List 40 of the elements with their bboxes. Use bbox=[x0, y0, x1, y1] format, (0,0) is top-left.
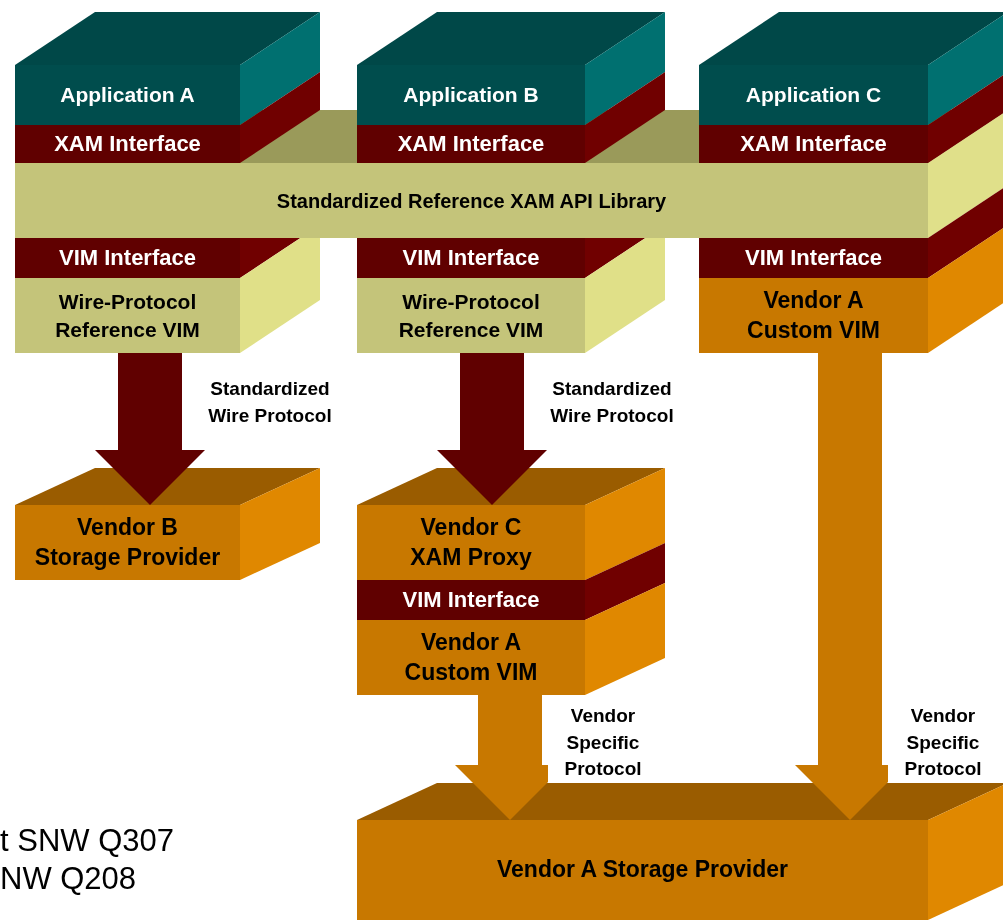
vendor-block bbox=[357, 620, 585, 695]
block-label: Vendor A Custom VIM bbox=[403, 627, 539, 687]
block-label: Standardized Reference XAM API Library bbox=[276, 188, 667, 214]
interface-layer bbox=[357, 580, 585, 620]
block-label: VIM Interface bbox=[402, 243, 540, 272]
interface-layer bbox=[15, 238, 240, 278]
interface-layer bbox=[699, 238, 928, 278]
block-label: Application B bbox=[403, 82, 539, 109]
block-label: Vendor A Storage Provider bbox=[497, 855, 788, 885]
interface-layer bbox=[15, 125, 240, 163]
note-text: NW Q208 bbox=[0, 861, 137, 897]
application-block bbox=[15, 65, 240, 125]
arrow bbox=[437, 353, 547, 505]
block-label: XAM Interface bbox=[397, 129, 545, 158]
block-label: Application A bbox=[60, 82, 195, 109]
application-block bbox=[357, 65, 585, 125]
interface-layer bbox=[357, 125, 585, 163]
vendor-block bbox=[699, 278, 928, 353]
note-text: t SNW Q307 bbox=[0, 823, 174, 859]
library-band bbox=[15, 163, 928, 238]
block-label: Application C bbox=[745, 82, 882, 109]
block-label: Vendor A Custom VIM bbox=[746, 285, 881, 345]
vim-block bbox=[15, 278, 240, 353]
block-label: Wire-Protocol Reference VIM bbox=[397, 289, 545, 343]
block-label: XAM Interface bbox=[54, 129, 201, 158]
vendor-block bbox=[357, 820, 928, 920]
block-label: Wire-Protocol Reference VIM bbox=[54, 289, 201, 343]
interface-layer bbox=[357, 238, 585, 278]
block-label: Vendor C XAM Proxy bbox=[409, 512, 533, 572]
block-label: VIM Interface bbox=[59, 243, 196, 272]
arrow bbox=[95, 353, 205, 505]
block-label: VIM Interface bbox=[745, 243, 882, 272]
vendor-block bbox=[357, 505, 585, 580]
block-label: XAM Interface bbox=[740, 129, 887, 158]
application-block bbox=[699, 65, 928, 125]
block-label: Vendor B Storage Provider bbox=[33, 512, 222, 572]
block-label: VIM Interface bbox=[402, 585, 540, 614]
vim-block bbox=[357, 278, 585, 353]
vendor-block bbox=[15, 505, 240, 580]
interface-layer bbox=[699, 125, 928, 163]
